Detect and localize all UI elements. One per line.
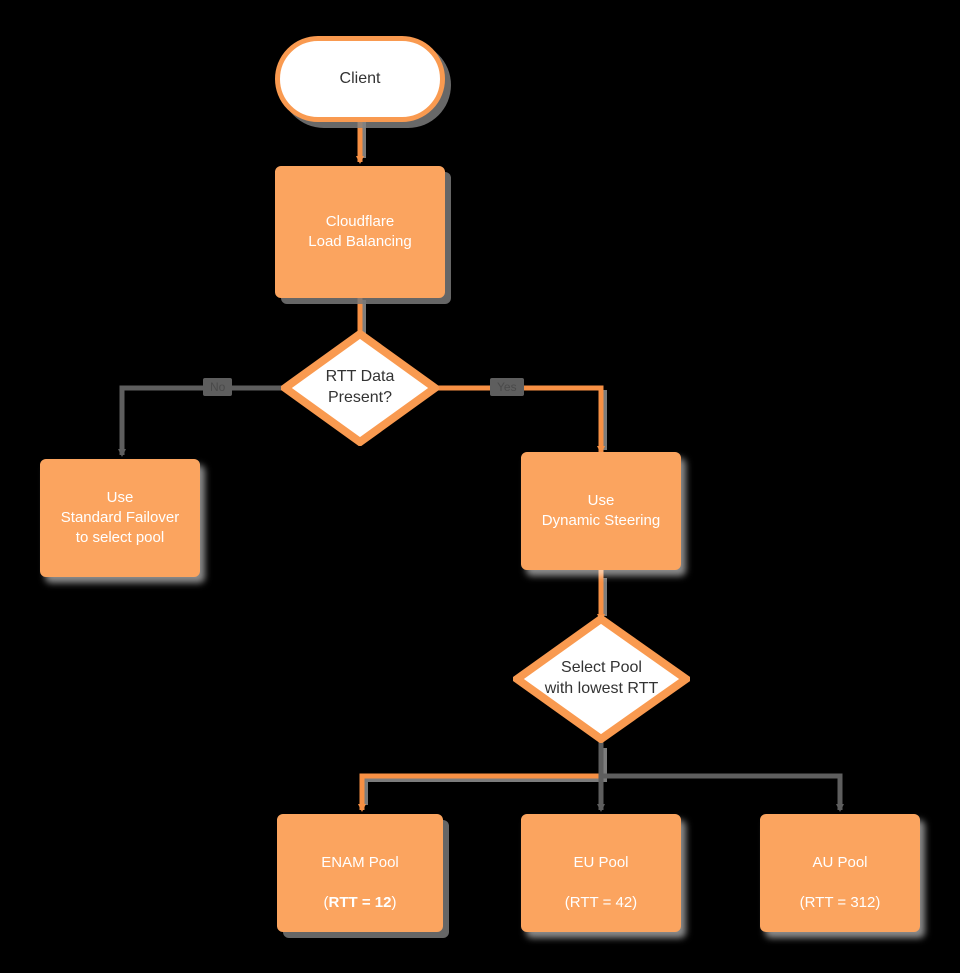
diamond-shape-rtt: [281, 330, 439, 446]
edge-selectpool-to-au: [601, 773, 844, 812]
node-au-pool-line2: (RTT = 312): [799, 893, 881, 911]
node-eu-pool-line2: (RTT = 42): [564, 893, 638, 911]
edge-rtt-no-to-failover: [118, 385, 283, 457]
node-enam-pool-line1: ENAM Pool: [321, 854, 399, 872]
node-eu-pool-label: EU Pool (RTT = 42): [565, 833, 637, 912]
node-rtt-data-present-decision[interactable]: RTT Data Present?: [281, 330, 439, 446]
node-enam-pool[interactable]: ENAM Pool (RTT = 12): [277, 814, 443, 932]
node-rtt-data-present-label: RTT Data Present?: [325, 368, 395, 406]
edge-selectpool-to-enam: [358, 742, 604, 812]
node-enam-pool-paren-close: ): [391, 893, 397, 911]
diamond-shape-select-pool: [513, 615, 690, 743]
node-au-pool-line1: AU Pool: [812, 854, 868, 872]
node-cloudflare-load-balancing[interactable]: Cloudflare Load Balancing: [275, 166, 445, 298]
node-client[interactable]: Client: [275, 36, 445, 122]
node-eu-pool[interactable]: EU Pool (RTT = 42): [521, 814, 681, 932]
edge-label-rtt-yes: Yes: [490, 378, 524, 396]
node-eu-pool-line1: EU Pool: [573, 854, 629, 872]
node-dynamic-steering-label: Use Dynamic Steering: [541, 492, 661, 529]
edge-label-rtt-no: No: [203, 378, 233, 396]
edge-rtt-yes-to-steering: [437, 385, 605, 454]
node-select-pool-decision[interactable]: Select Pool with lowest RTT: [513, 615, 690, 743]
node-enam-pool-paren-open: (: [323, 893, 329, 911]
node-standard-failover-label: Use Standard Failover to select pool: [60, 489, 180, 546]
node-client-label: Client: [339, 70, 381, 88]
node-select-pool-label: Select Pool with lowest RTT: [544, 659, 659, 697]
node-enam-pool-rtt-value: RTT = 12: [328, 893, 392, 911]
node-cloudflare-load-balancing-label: Cloudflare Load Balancing: [308, 213, 412, 250]
node-au-pool-label: AU Pool (RTT = 312): [800, 833, 881, 912]
node-dynamic-steering[interactable]: Use Dynamic Steering: [521, 452, 681, 570]
node-enam-pool-label: ENAM Pool (RTT = 12): [321, 833, 399, 912]
node-au-pool[interactable]: AU Pool (RTT = 312): [760, 814, 920, 932]
node-standard-failover[interactable]: Use Standard Failover to select pool: [40, 459, 200, 577]
